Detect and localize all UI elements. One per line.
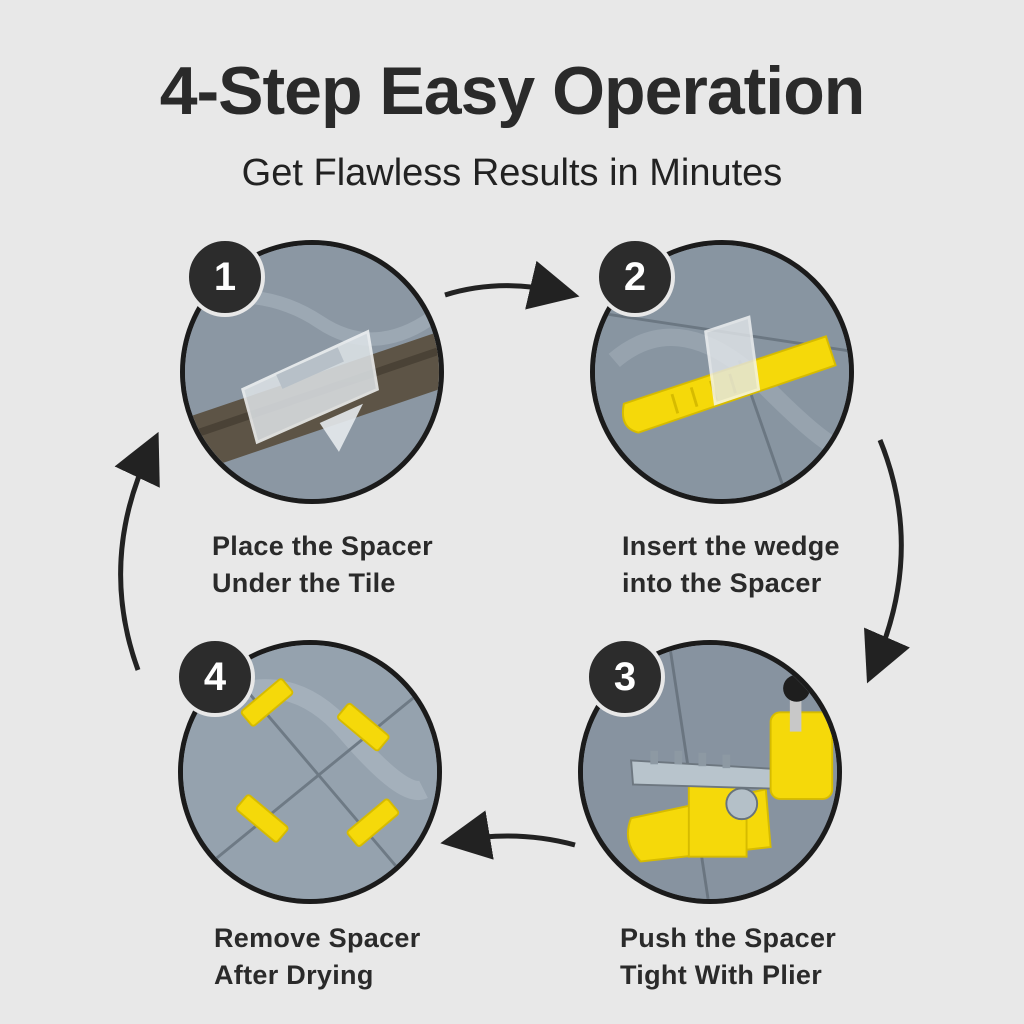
step-4-caption-line1: Remove Spacer xyxy=(214,923,421,953)
step-1-caption-line2: Under the Tile xyxy=(212,568,396,598)
step-3-badge: 3 xyxy=(585,637,665,717)
step-2-caption-line1: Insert the wedge xyxy=(622,531,840,561)
step-3-photo xyxy=(578,640,842,904)
step-3-caption-line2: Tight With Plier xyxy=(620,960,823,990)
step-2-badge: 2 xyxy=(595,237,675,317)
step-4-caption: Remove Spacer After Drying xyxy=(214,920,421,994)
step-2-caption-line2: into the Spacer xyxy=(622,568,822,598)
step-2-photo xyxy=(590,240,854,504)
step-4-badge: 4 xyxy=(175,637,255,717)
step-2-caption: Insert the wedge into the Spacer xyxy=(622,528,840,602)
step-1-caption-line1: Place the Spacer xyxy=(212,531,433,561)
step-3-caption-line1: Push the Spacer xyxy=(620,923,837,953)
page-subtitle: Get Flawless Results in Minutes xyxy=(241,152,783,194)
step-4-caption-line2: After Drying xyxy=(214,960,374,990)
step-3-caption: Push the Spacer Tight With Plier xyxy=(620,920,836,994)
step-1-caption: Place the Spacer Under the Tile xyxy=(212,528,433,602)
step-1-badge: 1 xyxy=(185,237,265,317)
page-title: 4-Step Easy Operation xyxy=(159,53,866,129)
